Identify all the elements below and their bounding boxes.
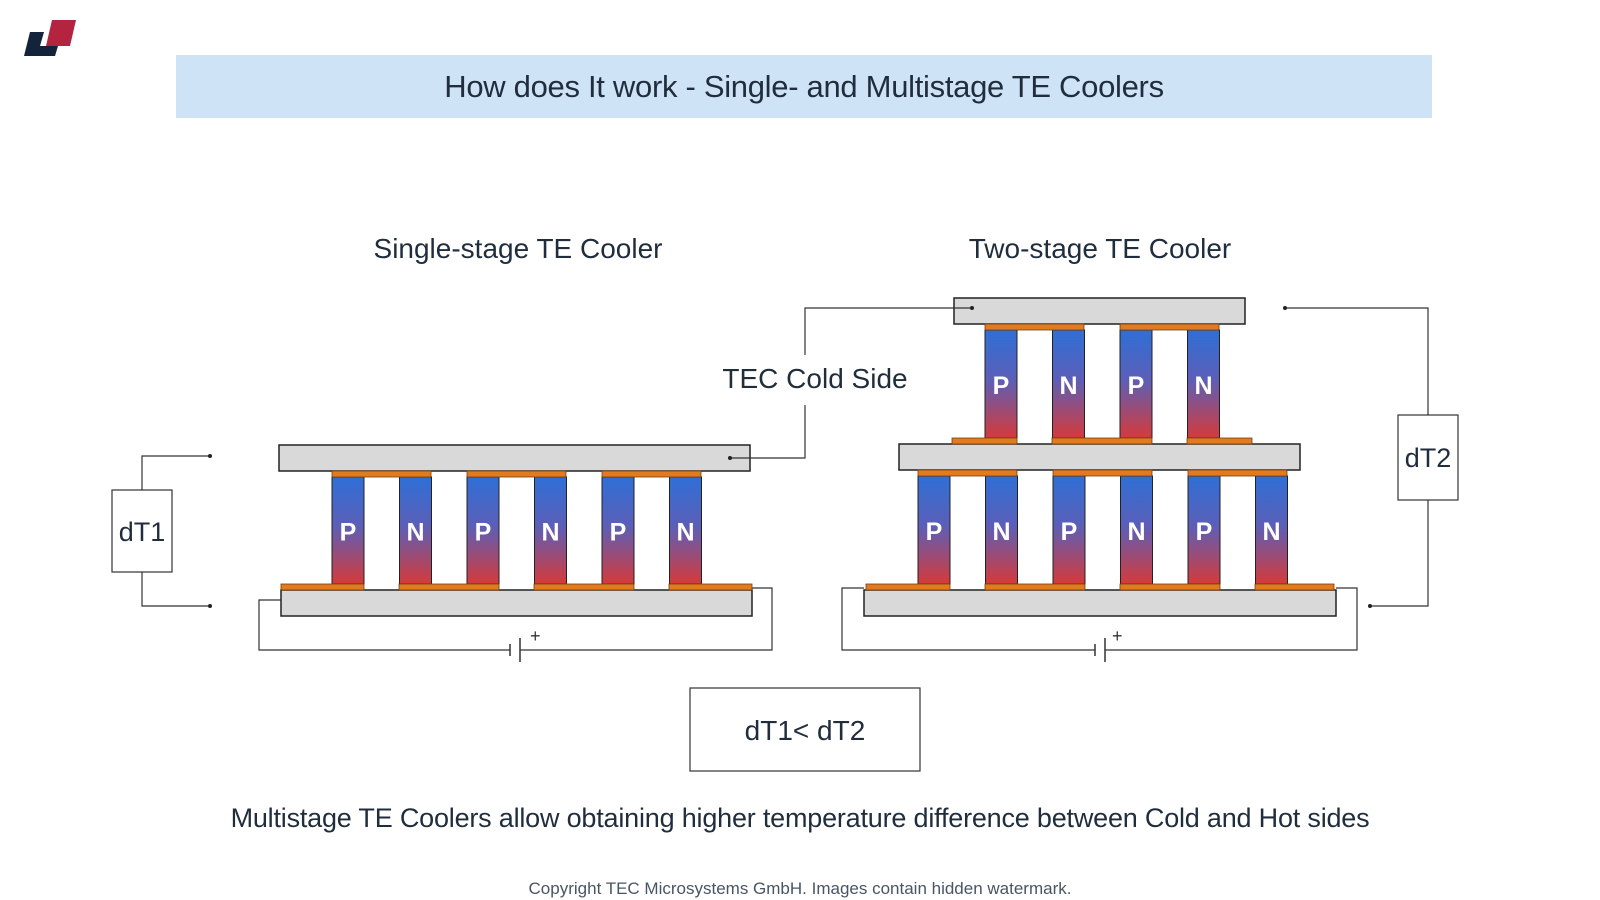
copper-strip	[668, 583, 753, 591]
cold-side-dot-bottom	[728, 456, 732, 460]
leg-type-label: P	[1128, 372, 1145, 400]
copper-strip	[984, 323, 1085, 331]
copper-strip	[1186, 437, 1253, 445]
copper-strip	[1052, 469, 1153, 477]
leg-type-label: N	[1127, 518, 1145, 546]
copper-strip	[951, 437, 1018, 445]
thermo-leg	[984, 329, 1018, 439]
dt1-wire-bottom	[141, 572, 210, 607]
cold-side-leader-top	[804, 307, 972, 355]
leg-type-label: P	[340, 519, 357, 547]
copper-strip	[984, 583, 1086, 591]
dt2-terminal-bottom	[1368, 604, 1372, 608]
leg-type-label: N	[1262, 518, 1280, 546]
cold-side-leader-bottom	[730, 405, 806, 459]
cold-side-label: TEC Cold Side	[722, 363, 907, 394]
thermo-leg	[1119, 329, 1153, 439]
copper-strip	[1051, 437, 1153, 445]
comparison-box	[689, 687, 921, 772]
copper-strip	[1187, 469, 1288, 477]
copper-strip	[466, 470, 567, 478]
copper-strip	[1119, 583, 1221, 591]
copper-strip	[280, 583, 365, 591]
leg-type-label: N	[676, 519, 694, 547]
copper-strip	[1254, 583, 1335, 591]
thermo-leg	[1255, 475, 1288, 585]
single-stage-plus-sign: +	[530, 626, 541, 646]
leg-type-label: N	[1194, 372, 1212, 400]
leg-type-label: P	[610, 519, 627, 547]
leg-type-label: P	[1061, 518, 1078, 546]
dt1-label: dT1	[119, 517, 166, 547]
thermo-leg	[1052, 329, 1085, 439]
leg-type-label: P	[1196, 518, 1213, 546]
copyright-notice: Copyright TEC Microsystems GmbH. Images …	[528, 879, 1072, 898]
leg-type-label: N	[1059, 372, 1077, 400]
copper-strip	[865, 583, 951, 591]
single-stage-label: Single-stage TE Cooler	[374, 233, 663, 264]
comparison-label: dT1< dT2	[745, 715, 866, 746]
two-stage-label: Two-stage TE Cooler	[969, 233, 1232, 264]
logo-dark-shape	[24, 32, 58, 56]
dt2-terminal-top	[1283, 306, 1287, 310]
leg-type-label: N	[992, 518, 1010, 546]
single-stage-circuit	[258, 599, 510, 651]
dt1-wire-top	[141, 455, 210, 490]
cold-side-dot-top	[970, 306, 974, 310]
dt1-terminal-bottom	[208, 604, 212, 608]
caption: Multistage TE Coolers allow obtaining hi…	[230, 803, 1370, 833]
two-stage-bottom-plate	[863, 589, 1337, 617]
thermo-leg	[917, 475, 951, 585]
leg-type-label: N	[406, 519, 424, 547]
single-stage-cold-plate	[278, 444, 751, 472]
single-stage-circuit-right	[520, 587, 773, 651]
dt2-wire-top	[1285, 307, 1429, 415]
two-stage-circuit-right	[1105, 587, 1358, 651]
thermo-leg	[669, 476, 702, 585]
logo-red-shape	[46, 20, 76, 46]
leg-type-label: P	[926, 518, 943, 546]
thermo-leg	[1052, 475, 1086, 585]
two-stage-plus-sign: +	[1112, 626, 1123, 646]
dt2-box	[1397, 414, 1459, 501]
company-logo	[24, 20, 76, 56]
two-stage-top-plate	[953, 297, 1246, 325]
copper-strip	[533, 583, 635, 591]
leg-type-label: P	[993, 372, 1010, 400]
single-stage-copper-strips	[280, 470, 753, 591]
dt1-box	[111, 489, 173, 573]
single-stage-cooler: P N P N P N dT1 +	[111, 444, 773, 662]
dt2-wire-bottom	[1370, 500, 1429, 607]
two-stage-cooler: P N P N P N P N P N dT2 +	[841, 297, 1459, 662]
two-stage-middle-plate	[898, 443, 1301, 471]
two-stage-circuit	[841, 587, 1095, 651]
thermo-leg	[534, 476, 567, 585]
dt1-terminal-top	[208, 454, 212, 458]
dt2-label: dT2	[1405, 443, 1452, 473]
copper-strip	[1119, 323, 1220, 331]
copper-strip	[398, 583, 500, 591]
leg-type-label: N	[541, 519, 559, 547]
page-title: How does It work - Single- and Multistag…	[176, 55, 1432, 118]
thermo-leg	[985, 475, 1018, 585]
thermo-leg	[399, 476, 432, 585]
copper-strip	[917, 469, 1018, 477]
thermo-leg	[1187, 329, 1220, 439]
two-stage-copper-strips	[865, 323, 1335, 591]
leg-type-label: P	[475, 519, 492, 547]
single-stage-hot-plate	[280, 589, 753, 617]
copper-strip	[331, 470, 432, 478]
copper-strip	[601, 470, 702, 478]
